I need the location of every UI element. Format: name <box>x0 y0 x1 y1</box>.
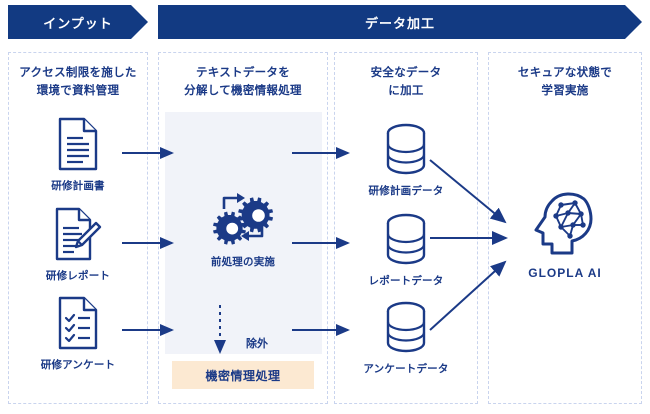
dataset-node-report-label: レポートデータ <box>368 275 444 287</box>
processing-node-label: 前処理の実施 <box>210 256 276 268</box>
document-checklist-icon <box>18 292 138 354</box>
column-safe-data: 安全なデータ に加工 <box>334 52 478 404</box>
column-2-title-line1: テキストデータを <box>195 67 291 79</box>
column-4-title-line2: 学習実施 <box>541 84 589 97</box>
database-icon <box>346 208 466 270</box>
dataset-node-survey[interactable]: アンケートデータ <box>346 296 466 376</box>
column-2-title-line2: 分解して機密情報処理 <box>184 84 302 97</box>
gears-icon <box>163 185 323 251</box>
column-2-title: テキストデータを 分解して機密情報処理 <box>159 65 327 101</box>
database-icon <box>346 118 466 180</box>
input-node-plan[interactable]: 研修計画書 <box>18 113 138 193</box>
input-node-survey-label: 研修アンケート <box>40 359 116 371</box>
column-secure-training: セキュアな状態で 学習実施 <box>488 52 642 404</box>
column-3-title: 安全なデータ に加工 <box>335 65 477 101</box>
confidential-processing-box[interactable]: 機密情理処理 <box>172 361 314 389</box>
column-text-decomposition: テキストデータを 分解して機密情報処理 <box>158 52 328 404</box>
column-1-title: アクセス制限を施した 環境で資料管理 <box>9 65 147 101</box>
column-1-title-line1: アクセス制限を施した <box>19 67 137 79</box>
banner-input-label: インプット <box>43 15 113 31</box>
dataset-node-report[interactable]: レポートデータ <box>346 208 466 288</box>
document-pencil-icon <box>18 203 138 265</box>
confidential-processing-label: 機密情理処理 <box>205 368 281 383</box>
ai-node-label: GLOPLA AI <box>528 266 602 280</box>
document-icon <box>18 113 138 175</box>
column-4-title: セキュアな状態で 学習実施 <box>489 65 641 101</box>
database-icon <box>346 296 466 358</box>
column-1-title-line2: 環境で資料管理 <box>36 84 120 97</box>
column-4-title-line1: セキュアな状態で <box>517 67 613 79</box>
banner-data-processing-label: データ加工 <box>364 15 435 31</box>
banner-data-processing: データ加工 <box>158 5 642 39</box>
dataset-node-plan[interactable]: 研修計画データ <box>346 118 466 198</box>
input-node-plan-label: 研修計画書 <box>51 180 105 192</box>
input-node-survey[interactable]: 研修アンケート <box>18 292 138 372</box>
exclude-label: 除外 <box>246 338 268 350</box>
brain-head-icon <box>505 188 625 260</box>
column-3-title-line1: 安全なデータ <box>370 67 442 79</box>
dataset-node-plan-label: 研修計画データ <box>368 185 444 197</box>
column-3-title-line2: に加工 <box>388 84 424 97</box>
banner-input: インプット <box>8 5 148 39</box>
ai-node[interactable]: GLOPLA AI <box>505 188 625 280</box>
processing-node[interactable]: 前処理の実施 <box>163 185 323 269</box>
input-node-report-label: 研修レポート <box>45 270 111 282</box>
dataset-node-survey-label: アンケートデータ <box>363 363 449 375</box>
column-access-control: アクセス制限を施した 環境で資料管理 <box>8 52 148 404</box>
input-node-report[interactable]: 研修レポート <box>18 203 138 283</box>
